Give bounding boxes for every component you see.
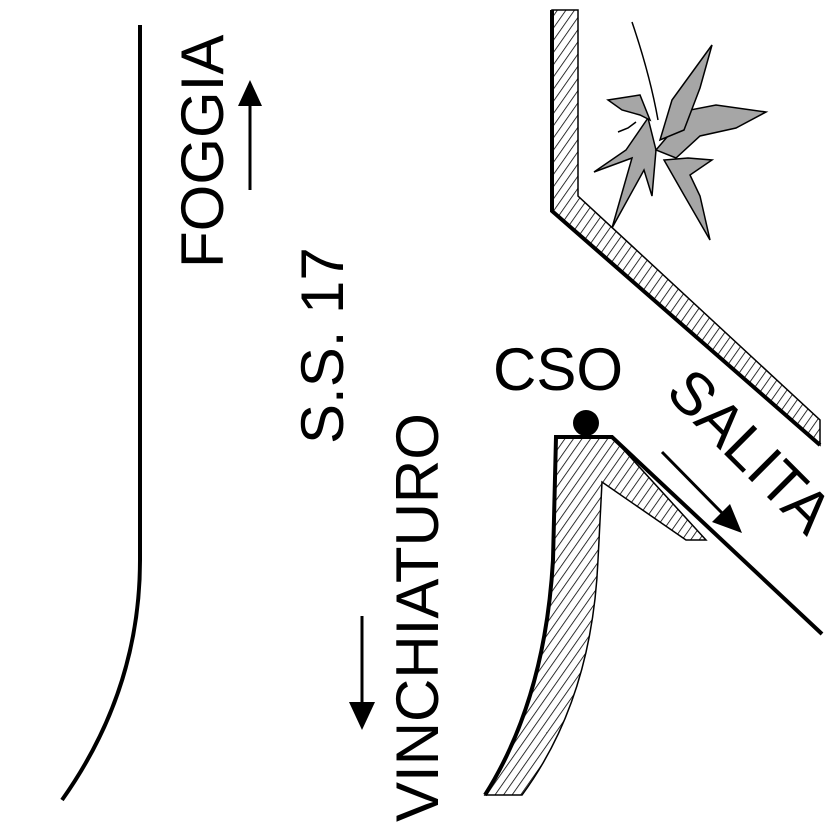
building-block-lower — [483, 435, 824, 797]
arrow-down-right-icon — [660, 450, 742, 533]
arrow-up-icon — [238, 80, 262, 190]
tree-icon — [593, 21, 769, 241]
label-road-ss17: S.S. 17 — [289, 247, 356, 444]
label-foggia: FOGGIA — [169, 35, 236, 268]
location-dot-icon — [573, 410, 599, 436]
building-block-upper — [550, 9, 822, 447]
label-cso: CSO — [493, 336, 623, 403]
road-edge-left — [60, 25, 142, 802]
arrow-down-icon — [349, 616, 375, 730]
label-vinchiaturo: VINCHIATURO — [384, 413, 451, 822]
